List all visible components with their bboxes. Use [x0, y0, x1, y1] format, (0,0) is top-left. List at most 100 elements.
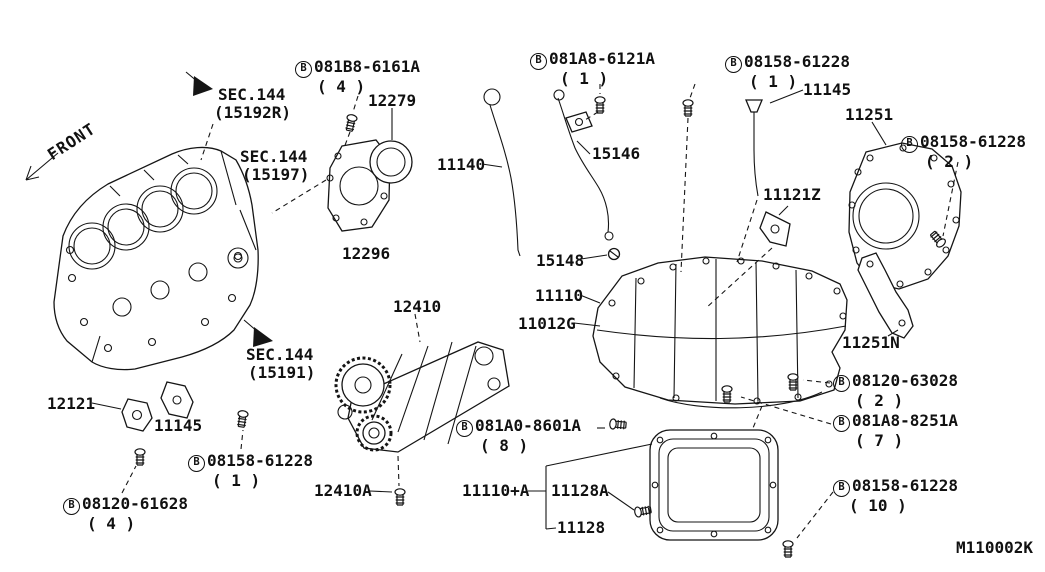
part-number: 081A0-8601A — [475, 416, 581, 435]
callout-line: 11128A — [551, 482, 609, 500]
callout-line: 12410A — [314, 482, 372, 500]
part-number: 11121Z — [763, 185, 821, 204]
callout-line: SEC.144 — [218, 86, 291, 104]
circled-b-icon: B — [295, 61, 312, 78]
circled-b-icon: B — [188, 455, 205, 472]
callout-line: 12279 — [368, 92, 416, 110]
upper-oil-pan-11110 — [592, 256, 848, 409]
callout-line: SEC.144 — [246, 346, 315, 364]
oil-seal-12279 — [369, 140, 413, 184]
part-number: SEC.144 — [246, 345, 314, 364]
callout-line: 12410 — [393, 298, 441, 316]
callout-line: 15146 — [592, 145, 640, 163]
callout-line: 11128 — [557, 519, 605, 537]
part-qty: (15192R) — [214, 103, 292, 122]
part-number: 081B8-6161A — [314, 57, 420, 76]
callout-12410a: 12410A — [314, 482, 372, 500]
part-number: 08158-61228 — [852, 476, 958, 495]
part-number: 11251N — [842, 333, 900, 352]
rear-plate-11251 — [848, 142, 962, 290]
part-number: 08158-61228 — [207, 451, 313, 470]
oil-tube-15146 — [553, 89, 614, 241]
part-number: 11140 — [437, 155, 486, 174]
part-qty: ( 4 ) — [317, 77, 366, 96]
dipstick-11140 — [483, 88, 521, 257]
circled-b-icon: B — [833, 480, 850, 497]
callout-line: 11110+A — [462, 482, 529, 500]
leader-lines — [91, 89, 899, 530]
part-number: 08120-63028 — [852, 371, 958, 390]
callout-11145-upper: 11145 — [803, 81, 851, 99]
guide-11145-lower — [160, 381, 194, 419]
callout-11121z: 11121Z — [763, 186, 821, 204]
callout-sec144-15191: SEC.144(15191) — [246, 346, 315, 382]
callout-line: 11140 — [437, 156, 485, 174]
bracket-11251n — [857, 252, 914, 339]
callout-11128a: 11128A — [551, 482, 609, 500]
callout-line: 11110 — [535, 287, 583, 305]
part-number: 12121 — [47, 394, 96, 413]
part-qty: (15191) — [248, 363, 316, 382]
balancer-unit-12410 — [334, 341, 510, 453]
part-qty: ( 7 ) — [855, 431, 904, 450]
callout-15148: 15148 — [536, 252, 584, 270]
bracket-12121 — [121, 398, 153, 432]
callout-11145-lower: 11145 — [154, 417, 202, 435]
callout-11110: 11110 — [535, 287, 583, 305]
callout-line: SEC.144 — [240, 148, 309, 166]
callout-line: 11145 — [803, 81, 851, 99]
part-number: 15146 — [592, 144, 641, 163]
part-number: 11128 — [557, 518, 606, 537]
part-number: 081A8-6121A — [549, 49, 655, 68]
callout-11128: 11128 — [557, 519, 605, 537]
callout-12121: 12121 — [47, 395, 95, 413]
callout-sec144-15197: SEC.144(15197) — [240, 148, 309, 184]
callout-11251n: 11251N — [842, 334, 900, 352]
part-number: 08158-61228 — [744, 52, 850, 71]
circled-b-icon: B — [456, 420, 473, 437]
circled-b-icon: B — [833, 375, 850, 392]
part-number: 11012G — [518, 314, 576, 333]
callout-sec144-15192r: SEC.144(15192R) — [214, 86, 291, 122]
part-number: 12410A — [314, 481, 372, 500]
circled-b-icon: B — [530, 53, 547, 70]
bracket-11121z — [759, 211, 791, 247]
sec-arrow-15192r-icon — [185, 71, 213, 96]
sec-arrow-15191-icon — [243, 319, 273, 347]
part-number: SEC.144 — [240, 147, 308, 166]
part-qty: ( 10 ) — [849, 496, 907, 515]
part-number: 11128A — [551, 481, 609, 500]
callout-line: 11121Z — [763, 186, 821, 204]
callout-11110-plus-a: 11110+A — [462, 482, 529, 500]
circled-b-icon: B — [63, 498, 80, 515]
part-number: 12279 — [368, 91, 417, 110]
part-number: SEC.144 — [218, 85, 286, 104]
clip-15148 — [607, 247, 621, 261]
part-qty: ( 1 ) — [212, 471, 261, 490]
part-number: 08158-61228 — [920, 132, 1026, 151]
callout-line: 11251N — [842, 334, 900, 352]
part-number: 11145 — [803, 80, 852, 99]
part-number: 12410 — [393, 297, 442, 316]
callout-12410: 12410 — [393, 298, 441, 316]
callout-12296: 12296 — [342, 245, 390, 263]
callout-line: 12296 — [342, 245, 390, 263]
part-number: 11110 — [535, 286, 584, 305]
drawing-code: M110002K — [956, 538, 1034, 557]
part-qty: ( 2 ) — [855, 391, 904, 410]
